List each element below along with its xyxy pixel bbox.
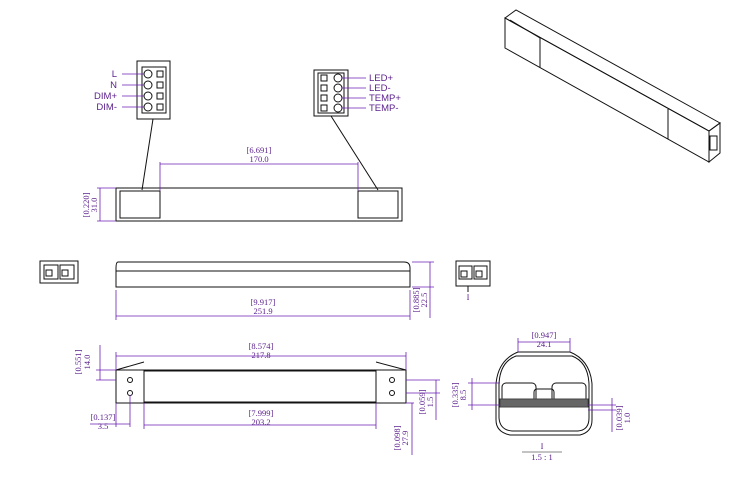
left-end-view bbox=[39, 260, 79, 284]
section-height1-mm: 8.5 bbox=[458, 390, 468, 401]
section-title: I bbox=[541, 441, 544, 451]
bottom-view-hole-inch: [0.137] bbox=[91, 412, 116, 422]
top-view-height-inch: [0.220] bbox=[81, 192, 91, 217]
output-label-temp-plus: TEMP+ bbox=[369, 93, 401, 104]
side-view-length-inch: [9.917] bbox=[251, 297, 276, 307]
input-label-l: L bbox=[112, 69, 117, 80]
section-width-inch: [0.947] bbox=[532, 330, 557, 340]
output-label-led-minus: LED- bbox=[369, 83, 391, 94]
section-view: [0.947] 24.1 [0.335] 8.5 [0.039] 1.0 I 1… bbox=[450, 330, 632, 462]
input-label-dim-plus: DIM+ bbox=[94, 91, 117, 102]
section-width-mm: 24.1 bbox=[537, 339, 552, 349]
input-label-dim-minus: DIM- bbox=[96, 102, 117, 113]
section-height2-mm: 1.0 bbox=[622, 413, 632, 424]
input-label-n: N bbox=[110, 80, 117, 91]
side-view-height-mm: 22.5 bbox=[419, 293, 429, 308]
right-end-view: I bbox=[455, 260, 491, 302]
top-view-width-inch: [6.691] bbox=[247, 145, 272, 155]
bottom-view-total-mm: 217.8 bbox=[251, 350, 270, 360]
bottom-view-left-h-mm: 14.0 bbox=[82, 355, 92, 370]
input-pin-circles bbox=[143, 69, 164, 112]
section-height2-inch: [0.039] bbox=[614, 405, 624, 430]
bottom-view-total-inch: [8.574] bbox=[249, 341, 274, 351]
bottom-view: [8.574] 217.8 [7.999] 203.2 [0.551] 14.0… bbox=[73, 341, 440, 455]
bottom-view-flange-mm: 27.9 bbox=[400, 431, 410, 446]
section-scale: 1.5 : 1 bbox=[531, 452, 553, 462]
output-label-led-plus: LED+ bbox=[369, 73, 393, 84]
bottom-view-hole-mm: 3.5 bbox=[98, 421, 109, 431]
top-view: [6.691] 170.0 [0.220] 31.0 bbox=[81, 145, 403, 222]
section-height1-inch: [0.335] bbox=[450, 382, 460, 407]
output-pin-circles bbox=[320, 73, 343, 113]
bottom-view-thickness-inch: [0.059] bbox=[417, 389, 427, 414]
top-view-height-mm: 31.0 bbox=[89, 198, 99, 213]
output-terminal-detail: LED+ LED- TEMP+ TEMP- bbox=[313, 69, 401, 191]
bottom-view-inner-mm: 203.2 bbox=[251, 417, 270, 427]
side-view: [9.917] 251.9 [0.885] 22.5 bbox=[115, 261, 434, 320]
bottom-view-flange-inch: [0.098] bbox=[392, 425, 402, 450]
side-view-height-inch: [0.885] bbox=[411, 287, 421, 312]
input-terminal-detail: L N DIM+ DIM- bbox=[94, 60, 171, 191]
top-view-width-mm: 170.0 bbox=[249, 154, 268, 164]
output-label-temp-minus: TEMP- bbox=[369, 103, 399, 114]
bottom-view-thickness-mm: 1.5 bbox=[425, 397, 435, 408]
isometric-view bbox=[504, 9, 721, 164]
bottom-view-left-h-inch: [0.551] bbox=[73, 349, 83, 374]
section-cut-mark: I bbox=[467, 292, 470, 302]
bottom-view-inner-inch: [7.999] bbox=[249, 408, 274, 418]
side-view-length-mm: 251.9 bbox=[253, 306, 272, 316]
